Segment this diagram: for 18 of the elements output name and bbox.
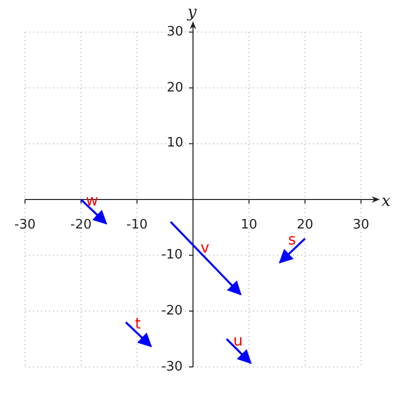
tick-label: -30 <box>14 218 36 232</box>
tick-label: 10 <box>166 136 184 150</box>
tick-label: 30 <box>166 26 184 38</box>
tick-label: -20 <box>161 304 183 318</box>
axis-label: y <box>187 4 197 20</box>
vector-label: u <box>233 334 243 348</box>
vector-label: s <box>288 232 296 248</box>
tick-label: 10 <box>240 218 258 232</box>
tick-label: 30 <box>352 218 370 232</box>
tick-label: 20 <box>296 218 314 232</box>
tick-label: 20 <box>166 82 184 94</box>
tick-label: -10 <box>126 218 148 232</box>
vector-label: v <box>200 240 210 256</box>
tick-label: -30 <box>161 360 183 374</box>
tick-label: -20 <box>70 218 92 232</box>
axis-label: x <box>381 193 391 209</box>
tick-label: -10 <box>161 248 183 262</box>
vector-label: t <box>135 316 141 332</box>
